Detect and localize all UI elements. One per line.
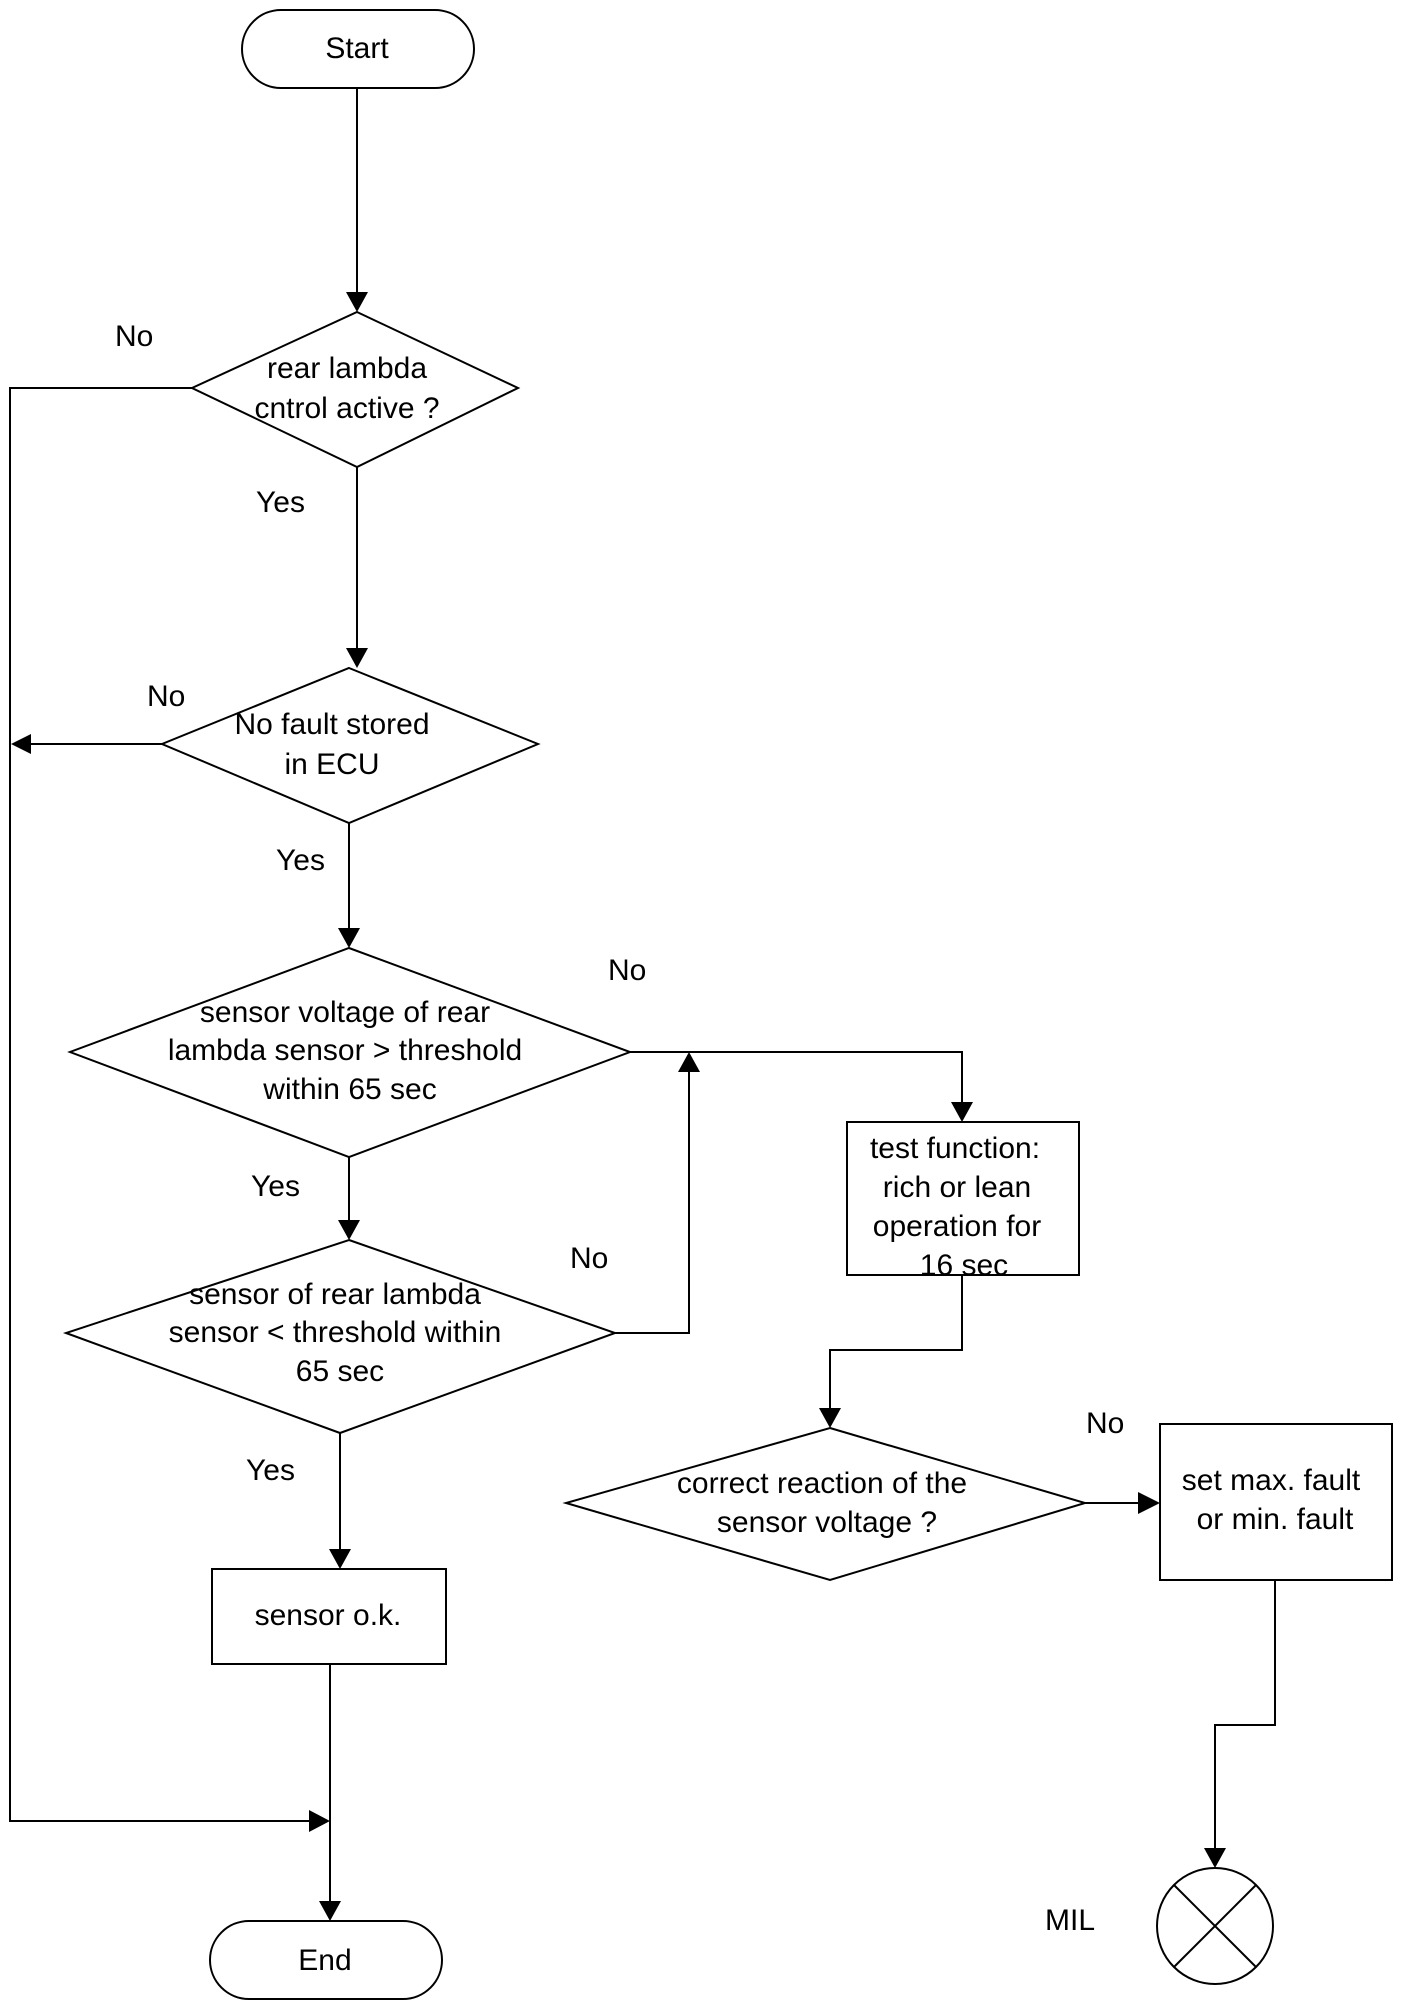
process-set-fault: set max. fault or min. fault <box>1159 1423 1393 1581</box>
decision1-line2: cntrol active ? <box>254 392 439 425</box>
arrowhead-fault <box>1138 1492 1160 1514</box>
decision-correct-reaction: correct reaction of the sensor voltage ?… <box>562 1407 1124 1582</box>
test-function-line2: rich or lean <box>883 1171 1031 1204</box>
arrowhead-d1 <box>346 292 368 312</box>
set-fault-shape <box>1159 1423 1393 1581</box>
start-label: Start <box>325 32 389 65</box>
mil-lamp-cross-2 <box>1173 1884 1257 1968</box>
test-function-shape <box>846 1121 1080 1276</box>
arrowhead-end <box>319 1901 341 1921</box>
decision4-line3: 65 sec <box>296 1355 384 1388</box>
start-shape <box>241 9 475 89</box>
end-label: End <box>298 1944 351 1977</box>
start-terminator: Start <box>241 9 475 89</box>
arrowhead-d2 <box>346 648 368 668</box>
decision-sensor-below-threshold: sensor of rear lambda sensor < threshold… <box>62 1238 618 1487</box>
arrowhead-test <box>951 1102 973 1122</box>
arrowhead-d4-no <box>678 1052 700 1072</box>
decision4-shape <box>62 1238 618 1435</box>
arrowhead-merge <box>309 1810 330 1832</box>
connectors <box>9 88 1276 1921</box>
decision4-line1: sensor of rear lambda <box>189 1278 481 1311</box>
decision5-line2: sensor voltage ? <box>717 1506 937 1539</box>
decision1-yes-label: Yes <box>256 486 305 519</box>
decision5-line1: correct reaction of the <box>677 1467 967 1500</box>
decision4-no-label: No <box>570 1242 608 1275</box>
arrowhead-d2-no <box>11 734 31 754</box>
decision2-shape <box>159 666 541 825</box>
decision2-line2: in ECU <box>284 748 379 781</box>
test-function-line4: 16 sec <box>920 1249 1008 1282</box>
set-fault-line2: or min. fault <box>1197 1503 1354 1536</box>
decision2-no-label: No <box>147 680 185 713</box>
process-test-function: test function: rich or lean operation fo… <box>846 1121 1080 1282</box>
arrowhead-d4 <box>338 1220 360 1240</box>
decision1-no-label: No <box>115 320 153 353</box>
decision5-no-label: No <box>1086 1407 1124 1440</box>
test-function-line3: operation for <box>873 1210 1041 1243</box>
arrowhead-d3 <box>338 928 360 948</box>
decision4-line2: sensor < threshold within <box>169 1316 502 1349</box>
decision-sensor-voltage-above-threshold: sensor voltage of rear lambda sensor > t… <box>67 946 646 1203</box>
connector-d1-no <box>9 387 320 1822</box>
connector-test-to-d5 <box>829 1275 963 1418</box>
decision3-line2: lambda sensor > threshold <box>168 1034 522 1067</box>
mil-label: MIL <box>1045 1904 1095 1937</box>
arrowhead-ok <box>329 1549 351 1569</box>
decision3-yes-label: Yes <box>251 1170 300 1203</box>
end-shape <box>209 1920 443 2000</box>
sensor-ok-shape <box>211 1568 447 1665</box>
arrowhead-mil <box>1204 1848 1226 1868</box>
set-fault-line1: set max. fault <box>1182 1464 1361 1497</box>
decision3-shape <box>67 946 633 1159</box>
decision2-yes-label: Yes <box>276 844 325 877</box>
decision3-line1: sensor voltage of rear <box>200 996 490 1029</box>
decision2-line1: No fault stored <box>234 708 429 741</box>
decision-rear-lambda-control: rear lambda cntrol active ? No Yes <box>115 310 521 519</box>
test-function-line1: test function: <box>870 1132 1040 1165</box>
decision3-no-label: No <box>608 954 646 987</box>
process-sensor-ok: sensor o.k. <box>211 1568 447 1665</box>
connector-fault-to-mil <box>1214 1580 1276 1858</box>
mil-lamp: MIL <box>1045 1867 1274 1985</box>
connector-d4-no <box>615 1064 690 1334</box>
end-terminator: End <box>209 1920 443 2000</box>
decision1-line1: rear lambda <box>267 352 427 385</box>
decision1-shape <box>189 310 521 469</box>
decision4-yes-label: Yes <box>246 1454 295 1487</box>
decision-no-fault-stored: No fault stored in ECU No Yes <box>147 666 541 877</box>
decision5-shape <box>562 1426 1089 1582</box>
connector-d3-no <box>630 1051 963 1112</box>
arrowhead-d5 <box>819 1408 841 1428</box>
decision3-line3: within 65 sec <box>262 1073 436 1106</box>
sensor-ok-label: sensor o.k. <box>255 1599 402 1632</box>
